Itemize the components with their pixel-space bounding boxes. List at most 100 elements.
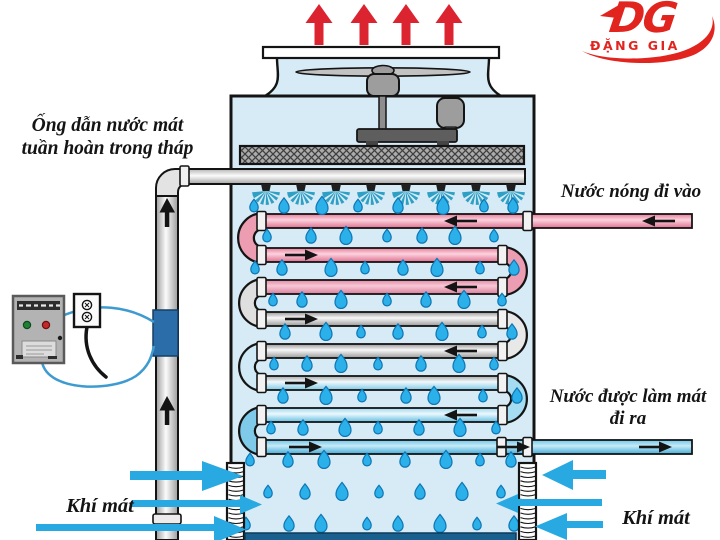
coil-pipe-row [262, 439, 693, 455]
droplet [319, 385, 333, 405]
droplet [268, 292, 278, 307]
flow-arrow-icon [444, 215, 477, 227]
label-line: tuần hoàn trong tháp [21, 137, 194, 159]
droplet [491, 420, 501, 435]
droplet [508, 258, 520, 276]
droplet [334, 289, 348, 309]
droplet [373, 356, 383, 371]
riser-pipe [155, 195, 179, 540]
droplet [266, 420, 276, 435]
droplet [335, 481, 349, 501]
droplet [334, 353, 348, 373]
flow-arrow-icon [497, 441, 530, 453]
droplet [413, 418, 425, 436]
droplet [415, 354, 427, 372]
droplet [362, 452, 372, 467]
droplet [475, 452, 485, 467]
flow-arrow-icon [444, 281, 477, 293]
spray-nozzles [252, 184, 525, 205]
red-indicator-light [41, 320, 51, 330]
droplet [362, 516, 372, 531]
droplet [452, 353, 466, 373]
droplet [439, 449, 453, 469]
droplet [427, 385, 441, 405]
control-box-display [17, 301, 60, 310]
pipe-coupling [256, 308, 267, 330]
logo-arrow-icon [600, 2, 624, 18]
pipe-coupling [497, 372, 508, 394]
droplet [353, 198, 363, 213]
sensor-wire [40, 345, 156, 388]
droplet [416, 226, 428, 244]
droplet [392, 514, 404, 532]
flow-arrow-icon [289, 441, 322, 453]
droplet [305, 226, 317, 244]
logo-swoosh-icon [582, 2, 715, 64]
spray-nozzle [287, 184, 315, 205]
droplet [245, 452, 255, 467]
fan-motor [366, 73, 400, 97]
sensor-wire [61, 306, 155, 324]
exhaust-arrow-icon [305, 4, 333, 45]
pipe-coupling [256, 276, 267, 298]
droplet [283, 514, 295, 532]
droplet [489, 228, 499, 243]
droplet [453, 417, 467, 437]
air-arrow-icon [496, 494, 602, 513]
droplet [315, 195, 329, 215]
pipe-coupling [256, 210, 267, 232]
droplet [317, 449, 331, 469]
pipe-coupling [256, 372, 267, 394]
droplet [506, 322, 518, 340]
coil-pipe-row [262, 213, 693, 229]
droplet [448, 225, 462, 245]
brand-logo: DG ĐẶNG GIA [578, 0, 718, 67]
droplet [301, 354, 313, 372]
air-arrow-icon [36, 516, 246, 540]
label-line: Ống dẫn nước mát [31, 115, 184, 136]
droplet [479, 198, 489, 213]
droplet [262, 228, 272, 243]
green-indicator-light [22, 320, 32, 330]
control-box-label [21, 340, 57, 358]
air-arrow-icon [542, 460, 606, 490]
droplet [269, 356, 279, 371]
spray-nozzle [462, 184, 490, 205]
pipe-coupling [497, 404, 508, 426]
droplet [497, 292, 507, 307]
pipe-coupling [497, 308, 508, 330]
pipe-coupling [256, 340, 267, 362]
exhaust-arrow-icon [435, 4, 463, 45]
water-droplets [241, 195, 523, 533]
heat-exchange-coil [237, 210, 693, 458]
droplet [338, 417, 352, 437]
droplet [472, 516, 482, 531]
droplet [457, 289, 471, 309]
drift-eliminator [238, 144, 526, 166]
cool-air-flow-left [36, 461, 262, 540]
label-cool-air-left: Khí mát [66, 495, 134, 517]
exhaust-air-arrows [305, 4, 463, 45]
droplet [360, 260, 370, 275]
controller-unit [11, 292, 156, 388]
droplet [276, 258, 288, 276]
droplet [319, 321, 333, 341]
droplet [250, 260, 260, 275]
circulation-pipe [152, 165, 190, 540]
spray-nozzle [252, 184, 280, 205]
droplet [511, 386, 523, 404]
spray-header-pipe [177, 168, 526, 185]
label-line: đi ra [609, 408, 647, 430]
motor-mount-beam [356, 128, 458, 143]
pipe-coupling [256, 436, 267, 458]
droplet [507, 196, 519, 214]
flow-arrow-icon [285, 249, 318, 261]
logo-text: DG [606, 0, 679, 42]
spray-nozzle [322, 184, 350, 205]
air-arrow-icon [535, 513, 603, 540]
droplet [297, 418, 309, 436]
droplet [282, 450, 294, 468]
droplet [430, 257, 444, 277]
droplet [374, 484, 384, 499]
